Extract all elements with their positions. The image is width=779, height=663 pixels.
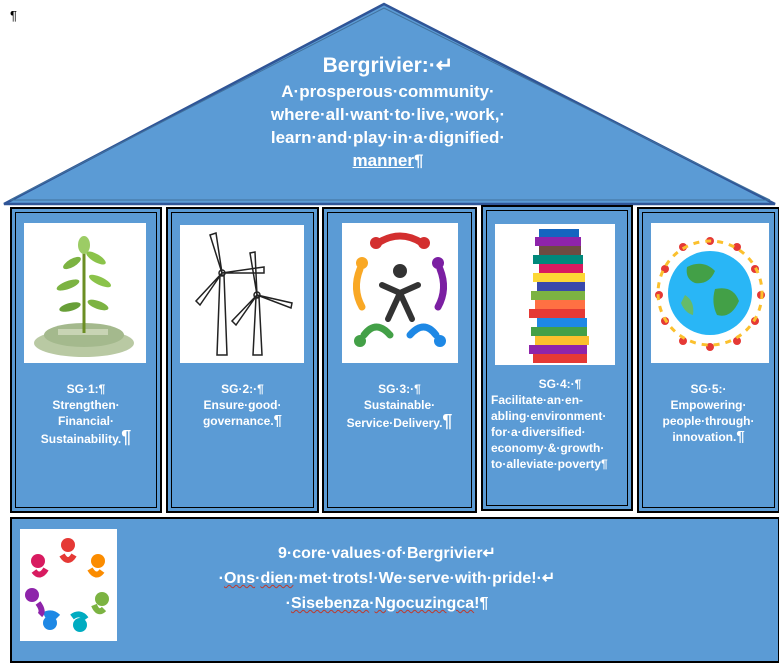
core-values-motto: ·Ons·dien·met·trots!·We·serve·with·pride… — [218, 570, 556, 587]
pillar-sg3-frame — [327, 212, 472, 508]
pilcrow-mark: ¶ — [10, 8, 17, 23]
core-values-base: 9·core·values·of·Bergrivier↵ ·Ons·dien·m… — [10, 517, 779, 663]
pillar-sg5-frame — [642, 212, 775, 508]
pillar-sg1-text: SG·1:¶ Strengthen· Financial· Sustainabi… — [16, 381, 156, 447]
pillar-sg4-number: SG·4:·¶ — [538, 377, 582, 391]
money-plant-icon — [24, 223, 146, 363]
roof-triangle — [3, 2, 776, 206]
pillar-sg4-frame — [486, 210, 628, 506]
pillar-sg2-number: SG·2:·¶ — [221, 382, 264, 396]
pillar-sg4-line-3: for·a·diversified· — [491, 425, 586, 439]
core-values-title: 9·core·values·of·Bergrivier↵ — [278, 545, 496, 562]
pillar-sg5-number: SG·5:· — [690, 382, 727, 396]
pillar-sg3-text: SG·3:·¶ Sustainable· Service·Delivery.¶ — [328, 381, 471, 431]
pillar-sg4-line-1: Facilitate·an·en- — [491, 393, 584, 407]
pillar-sg4-text: SG·4:·¶ Facilitate·an·en- abling·environ… — [491, 376, 629, 472]
pillar-sg5-text: SG·5:· Empowering· people·through· innov… — [643, 381, 774, 445]
pillar-sg2-line-1: Ensure·good· — [203, 398, 282, 412]
core-values-motto-xhosa: ·Sisebenza·Ngocuzingca!¶ — [285, 595, 489, 612]
vision-statement: Bergrivier:·↵ A·prosperous·community· wh… — [200, 52, 576, 172]
vision-title: Bergrivier:·↵ — [322, 54, 454, 77]
pillar-sg5-line-1: Empowering· — [670, 398, 747, 412]
pillar-sg1: SG·1:¶ Strengthen· Financial· Sustainabi… — [10, 207, 162, 513]
vision-end-mark: ¶ — [413, 151, 424, 170]
people-circle-icon — [20, 529, 117, 641]
pillar-sg2-line-2: governance.¶ — [202, 412, 283, 429]
vision-last-word: manner — [352, 151, 414, 170]
pillar-sg4-line-2: abling·environment· — [491, 409, 607, 423]
globe-people-icon — [651, 223, 769, 363]
community-people-icon — [342, 223, 458, 363]
pillar-sg3: SG·3:·¶ Sustainable· Service·Delivery.¶ — [322, 207, 477, 513]
pillar-sg1-line-3: Sustainability.¶ — [40, 427, 132, 447]
pillar-sg2: SG·2:·¶ Ensure·good· governance.¶ — [166, 207, 319, 513]
pillar-sg1-line-2: Financial· — [57, 414, 114, 428]
pillar-sg3-number: SG·3:·¶ — [378, 382, 421, 396]
pillar-sg2-text: SG·2:·¶ Ensure·good· governance.¶ — [172, 381, 313, 429]
book-stack-icon — [495, 224, 615, 365]
wind-turbine-icon — [180, 225, 304, 363]
pillar-sg4-line-5: to·alleviate·poverty¶ — [491, 457, 608, 471]
pillar-sg4: SG·4:·¶ Facilitate·an·en- abling·environ… — [481, 205, 633, 511]
vision-line-4: manner¶ — [200, 149, 576, 172]
vision-line-3: learn·and·play·in·a·dignified· — [270, 128, 506, 147]
core-values-text: 9·core·values·of·Bergrivier↵ ·Ons·dien·m… — [152, 541, 622, 616]
pillar-sg1-line-1: Strengthen· — [52, 398, 120, 412]
pillar-sg1-frame — [15, 212, 157, 508]
pillar-sg5: SG·5:· Empowering· people·through· innov… — [637, 207, 779, 513]
pillar-sg1-number: SG·1:¶ — [66, 382, 106, 396]
vision-line-2: where·all·want·to·live,·work,· — [270, 105, 506, 124]
pillar-sg2-frame — [171, 212, 314, 508]
pillar-sg4-line-4: economy·&·growth· — [491, 441, 605, 455]
pillar-sg3-line-1: Sustainable· — [363, 398, 436, 412]
pillar-sg5-line-3: innovation.¶ — [672, 428, 745, 445]
pillar-sg3-line-2: Service·Delivery.¶ — [346, 411, 453, 431]
pillar-sg5-line-2: people·through· — [662, 414, 755, 428]
vision-line-1: A·prosperous·community· — [281, 82, 495, 101]
